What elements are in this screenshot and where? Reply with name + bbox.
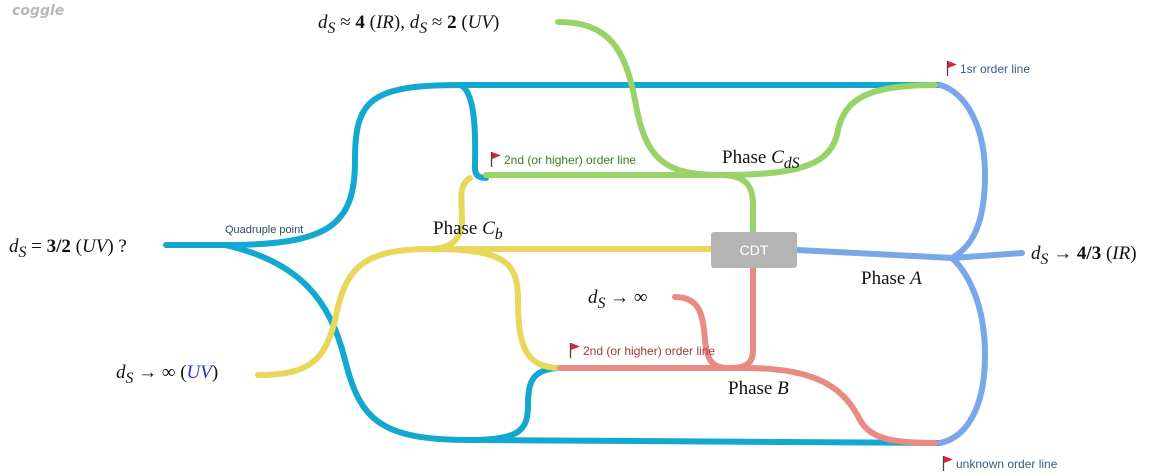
phase-a-label: Phase A [861, 268, 922, 289]
blue-inner-upper [457, 82, 489, 181]
phase-cb-label: Phase Cb [433, 218, 503, 243]
flag-icon [490, 152, 501, 167]
unknown-order-line-label[interactable]: unknown order line [942, 455, 1057, 471]
endpoint-right[interactable]: dS → 4/3 (IR) [1031, 243, 1137, 268]
quadruple-point-label[interactable]: Quadruple point [225, 224, 304, 236]
yellow-lower-curve [427, 246, 563, 371]
cdt-node[interactable]: CDT [711, 232, 797, 268]
lightblue-unknown-order-line [937, 255, 989, 446]
first-order-line-label[interactable]: 1sr order line [946, 60, 1030, 76]
flag-icon [942, 456, 953, 471]
brand-logo: coggle [12, 3, 65, 19]
second-order-green-label[interactable]: 2nd (or higher) order line [490, 151, 636, 167]
endpoint-bottom-left[interactable]: dS → ∞ (UV) [116, 362, 219, 387]
red-to-unknown-line [742, 365, 938, 446]
endpoint-top[interactable]: dS ≈ 4 (IR), dS ≈ 2 (UV) [318, 12, 500, 37]
blue-branch-upper [163, 82, 943, 248]
flag-icon [569, 343, 580, 358]
second-order-red-label[interactable]: 2nd (or higher) order line [569, 342, 715, 358]
endpoint-middle[interactable]: dS → ∞ [588, 287, 648, 312]
green-to-first-order [717, 82, 938, 178]
blue-inner-lower [467, 365, 565, 443]
blue-branch-lower [222, 242, 943, 446]
phase-cds-label: Phase CdS [722, 147, 800, 172]
yellow-upper-lower [255, 175, 473, 378]
green-top-curve [555, 19, 723, 178]
endpoint-left[interactable]: dS = 3/2 (UV) ? [9, 236, 127, 261]
red-middle-curve [672, 294, 731, 371]
lightblue-first-order-line [937, 82, 989, 261]
phase-b-label: Phase B [728, 378, 789, 399]
flag-icon [946, 61, 957, 76]
red-from-cdt [727, 265, 756, 371]
lightblue-phase-a-line [794, 247, 1025, 262]
green-to-cdt [717, 172, 756, 235]
